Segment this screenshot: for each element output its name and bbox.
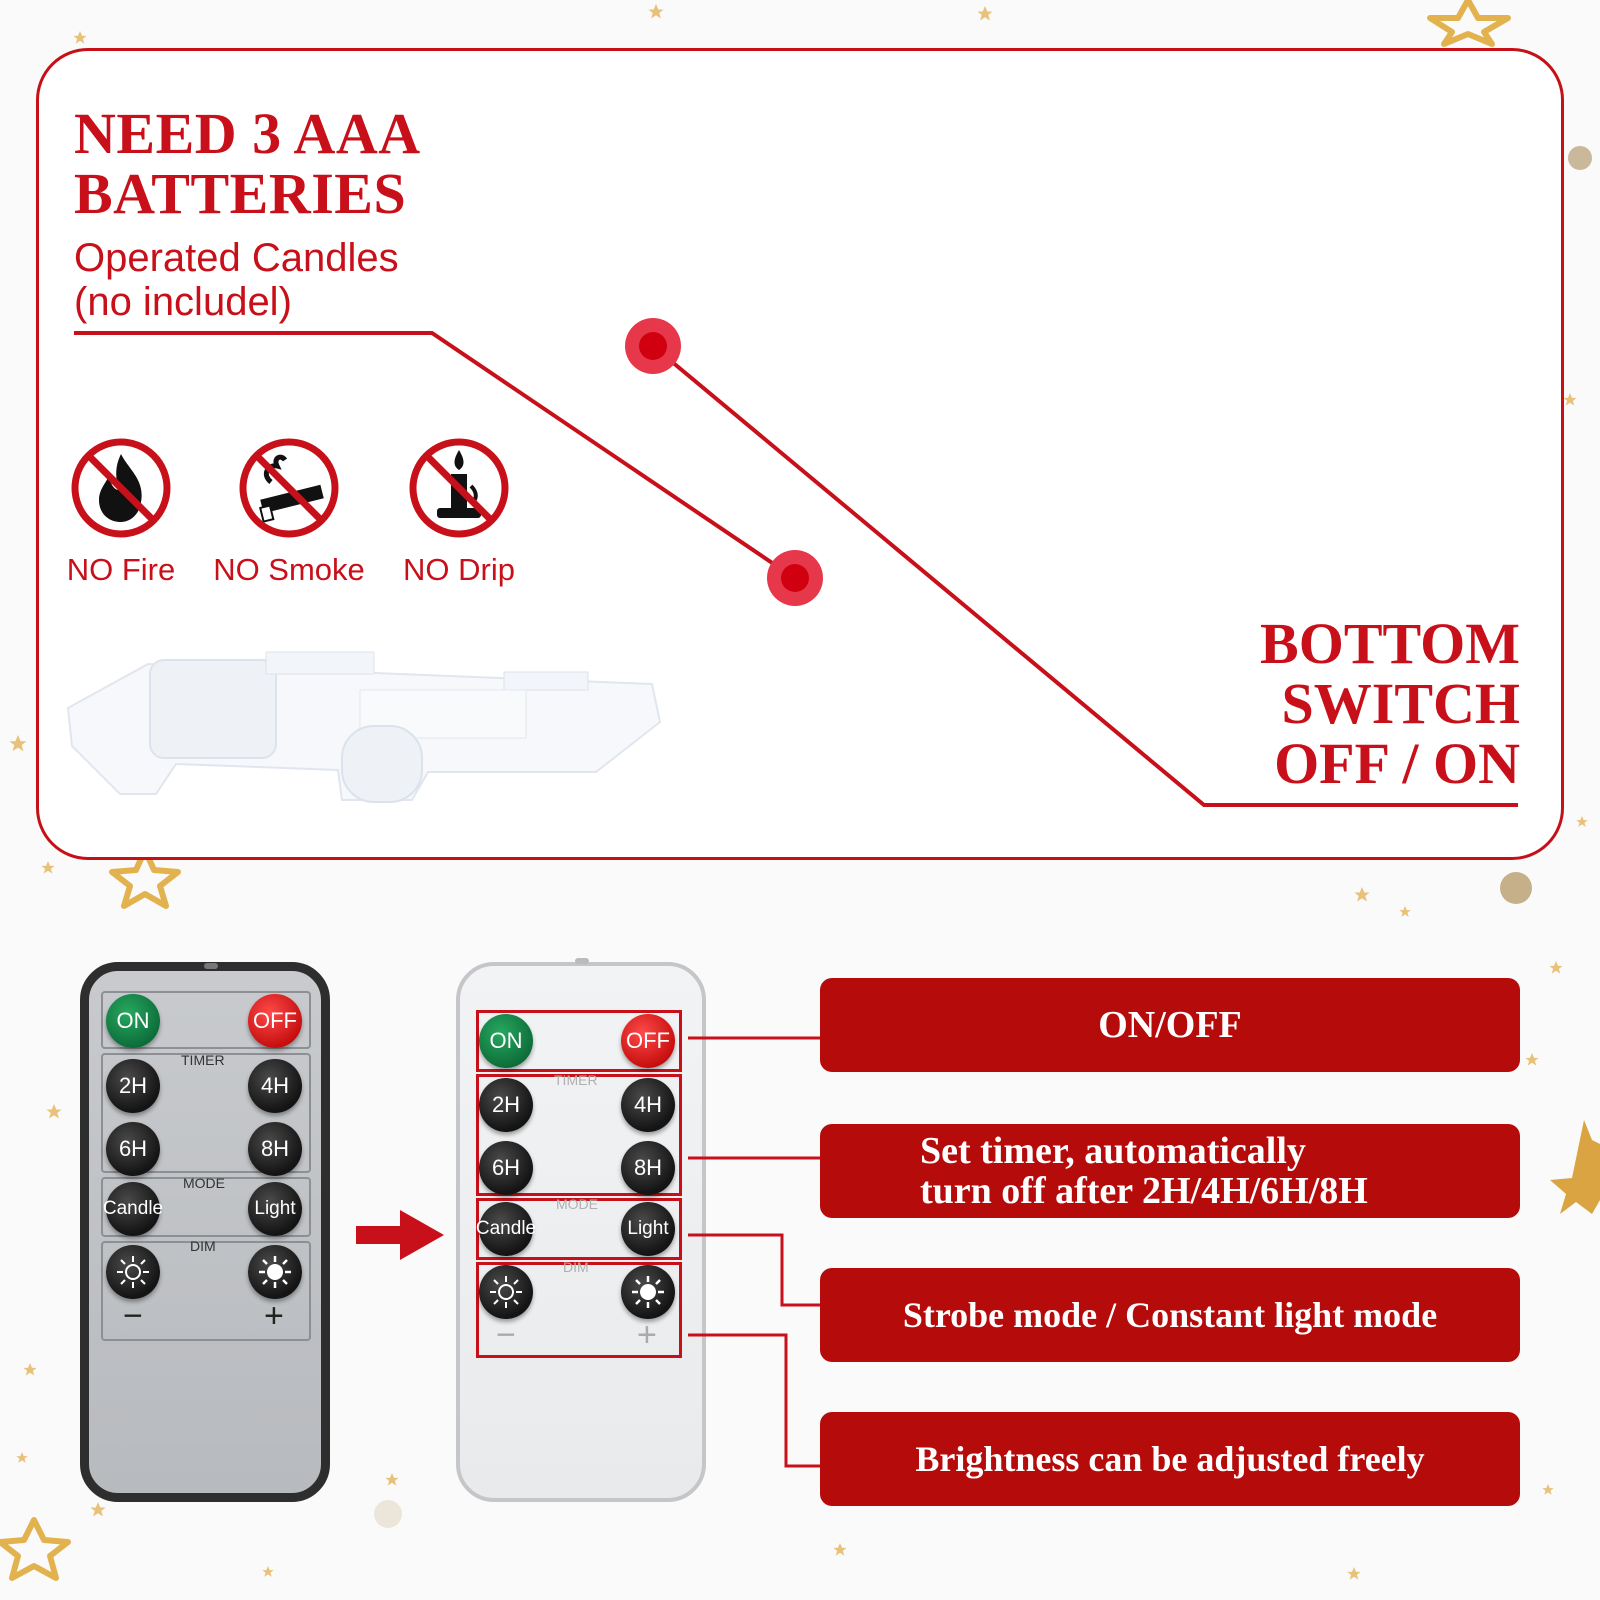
off-button[interactable]: OFF (248, 994, 302, 1048)
dim-minus-symbol: − (123, 1297, 143, 1335)
mode-section (101, 1177, 311, 1237)
remote-control-annotated: ON OFF TIMER 2H 4H 6H 8H MODE Candle Lig… (456, 958, 706, 1502)
battery-subtitle: Operated Candles (no includel) (74, 236, 399, 324)
sun-filled-icon (259, 1256, 291, 1288)
sun-outline-icon (490, 1276, 522, 1308)
onoff-section (101, 991, 311, 1049)
timer-4h-button[interactable]: 4H (248, 1059, 302, 1113)
dim-plus-symbol: + (264, 1297, 284, 1335)
timer-2h-button[interactable]: 2H (106, 1059, 160, 1113)
battery-cover-image (66, 651, 662, 803)
bottom-switch-line3: OFF / ON (1274, 731, 1520, 796)
timer-label: TIMER (554, 1072, 598, 1088)
switch-marker-dot (625, 318, 681, 374)
mode-highlight-box (476, 1198, 682, 1260)
dim-section (101, 1241, 311, 1341)
feature-timer-banner: Set timer, automatically turn off after … (820, 1124, 1520, 1218)
dim-plus-symbol: + (637, 1316, 657, 1354)
warning-no-fire: NO Fire (36, 436, 206, 588)
mode-label: MODE (556, 1196, 598, 1212)
dim-down-button[interactable] (479, 1265, 533, 1319)
feature-dim-text: Brightness can be adjusted freely (915, 1439, 1425, 1479)
no-smoke-label: NO Smoke (213, 552, 365, 587)
off-button[interactable]: OFF (621, 1014, 675, 1068)
bottom-switch-text: BOTTOM SWITCH OFF / ON (1260, 614, 1520, 794)
feature-mode-text: Strobe mode / Constant light mode (902, 1295, 1438, 1335)
no-fire-icon (71, 438, 171, 538)
bottom-switch-line1: BOTTOM (1260, 611, 1520, 676)
timer-6h-button[interactable]: 6H (106, 1122, 160, 1176)
arrow-right-icon (356, 1210, 444, 1260)
timer-highlight-box (476, 1074, 682, 1196)
sun-filled-icon (632, 1276, 664, 1308)
timer-6h-button[interactable]: 6H (479, 1141, 533, 1195)
feature-timer-line2: turn off after 2H/4H/6H/8H (920, 1170, 1368, 1212)
mode-label: MODE (183, 1175, 225, 1191)
timer-2h-button[interactable]: 2H (479, 1078, 533, 1132)
remote-control: ON OFF TIMER 2H 4H 6H 8H MODE Candle Lig… (80, 962, 330, 1502)
dim-label: DIM (190, 1238, 216, 1254)
candle-mode-button[interactable]: Candle (476, 1202, 536, 1256)
no-drip-label: NO Drip (403, 552, 515, 587)
dim-label: DIM (563, 1259, 589, 1275)
battery-title-line1: NEED 3 AAA (74, 101, 421, 166)
dim-down-button[interactable] (106, 1245, 160, 1299)
feature-timer-text: Set timer, automatically turn off after … (820, 1131, 1520, 1211)
remote-ir-window (575, 958, 589, 964)
feature-dim-banner: Brightness can be adjusted freely (820, 1412, 1520, 1506)
light-mode-button[interactable]: Light (621, 1202, 675, 1256)
battery-title: NEED 3 AAA BATTERIES (74, 104, 421, 224)
battery-marker-dot (767, 550, 823, 606)
onoff-highlight-box (476, 1010, 682, 1072)
warning-no-smoke: NO Smoke (204, 436, 374, 588)
no-drip-icon (409, 438, 509, 538)
remote-ir-window (204, 963, 218, 969)
battery-subtitle-line2: (no includel) (74, 280, 292, 324)
feature-timer-line1: Set timer, automatically (920, 1130, 1306, 1172)
on-button[interactable]: ON (106, 994, 160, 1048)
feature-mode-banner: Strobe mode / Constant light mode (820, 1268, 1520, 1362)
timer-section (101, 1053, 311, 1173)
light-mode-button[interactable]: Light (248, 1182, 302, 1236)
no-smoke-icon (239, 438, 339, 538)
feature-onoff-banner: ON/OFF (820, 978, 1520, 1072)
timer-8h-button[interactable]: 8H (248, 1122, 302, 1176)
dim-up-button[interactable] (621, 1265, 675, 1319)
dim-highlight-box (476, 1262, 682, 1358)
on-button[interactable]: ON (479, 1014, 533, 1068)
timer-label: TIMER (181, 1052, 225, 1068)
battery-title-line2: BATTERIES (74, 161, 407, 226)
warning-no-drip: NO Drip (374, 436, 544, 588)
no-fire-label: NO Fire (66, 552, 176, 587)
timer-4h-button[interactable]: 4H (621, 1078, 675, 1132)
dim-up-button[interactable] (248, 1245, 302, 1299)
timer-8h-button[interactable]: 8H (621, 1141, 675, 1195)
sun-outline-icon (117, 1256, 149, 1288)
candle-mode-button[interactable]: Candle (103, 1182, 163, 1236)
bottom-switch-line2: SWITCH (1281, 671, 1520, 736)
feature-onoff-text: ON/OFF (1098, 1004, 1242, 1046)
battery-subtitle-line1: Operated Candles (74, 236, 399, 280)
dim-minus-symbol: − (496, 1316, 516, 1354)
